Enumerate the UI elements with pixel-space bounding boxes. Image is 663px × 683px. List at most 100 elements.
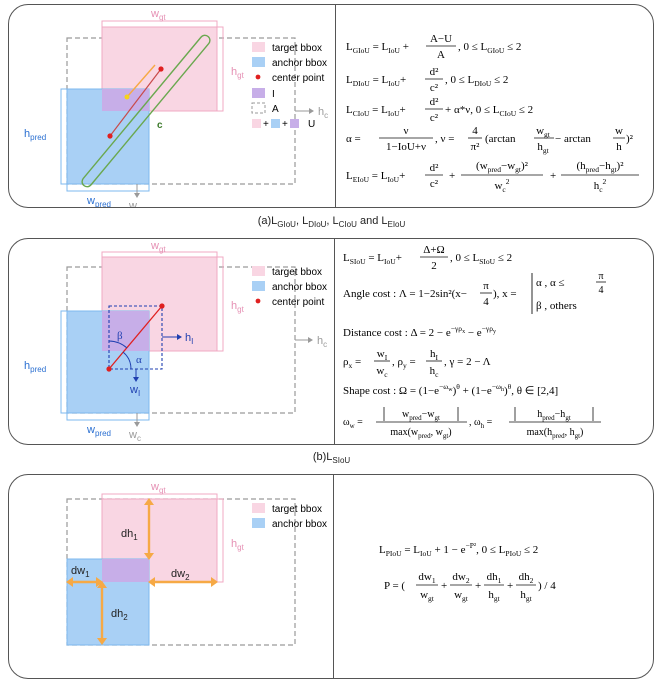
svg-text:4: 4 bbox=[599, 285, 604, 296]
svg-text:c²: c² bbox=[430, 82, 439, 94]
svg-text:Δ+Ω: Δ+Ω bbox=[423, 244, 444, 256]
svg-text:+ α*ν, 0 ≤ LCIoU ≤ 2: + α*ν, 0 ≤ LCIoU ≤ 2 bbox=[445, 104, 533, 118]
wc-label: wc bbox=[128, 429, 141, 443]
anchor-center-point bbox=[106, 366, 112, 372]
svg-text:ρx =: ρx = bbox=[343, 356, 361, 370]
legend-anchor-swatch bbox=[252, 518, 265, 528]
alpha-label: α bbox=[136, 354, 142, 366]
rho-formula: ρx = wI wc , ρy = hI hc , γ = 2 − Λ bbox=[343, 348, 491, 379]
svg-text:hgt: hgt bbox=[488, 589, 500, 603]
svg-text:, γ = 2 − Λ: , γ = 2 − Λ bbox=[444, 356, 491, 368]
legend-target-swatch bbox=[252, 42, 265, 52]
svg-text:h: h bbox=[616, 141, 622, 153]
dh1-label: dh1 bbox=[121, 528, 138, 542]
wgt-label: wgt bbox=[150, 240, 166, 254]
legend-anchor-swatch bbox=[252, 57, 265, 67]
panel-b-diagram: α β hI wI wgt hgt hpred wpred hc wc targ… bbox=[24, 240, 606, 443]
wgt-label: wgt bbox=[150, 481, 166, 495]
svg-text:4: 4 bbox=[472, 125, 478, 137]
svg-text:Angle cost : Λ = 1−2sin²(x−: Angle cost : Λ = 1−2sin²(x− bbox=[343, 288, 467, 300]
svg-text:− arctan: − arctan bbox=[555, 133, 591, 145]
svg-text:+: + bbox=[441, 580, 447, 592]
svg-text:max(hpred, hgt): max(hpred, hgt) bbox=[527, 427, 584, 440]
svg-text:α =: α = bbox=[346, 133, 361, 145]
wgt-label: wgt bbox=[150, 8, 166, 22]
legend-center-label: center point bbox=[272, 297, 324, 308]
intersection-region bbox=[102, 559, 149, 582]
legend-center-swatch bbox=[255, 298, 261, 304]
panel-c: wgt hgt dh1 dw2 dw1 dh2 target bbox anch… bbox=[8, 474, 654, 679]
svg-text:hc2: hc2 bbox=[594, 177, 607, 194]
svg-text:+: + bbox=[263, 119, 269, 130]
legend-target-label: target bbox bbox=[272, 43, 322, 54]
svg-text:LPIoU = LIoU + 1 − e−P², 0 ≤ L: LPIoU = LIoU + 1 − e−P², 0 ≤ LPIoU ≤ 2 bbox=[379, 541, 538, 558]
wpred-label: wpred bbox=[86, 195, 111, 208]
svg-text:hgt: hgt bbox=[520, 589, 532, 603]
alpha-formula: α = ν 1−IoU+ν , ν = 4 π² (arctan wgt hgt… bbox=[346, 125, 634, 155]
ciou-formula: LCIoU = LIoU+ d² c² + α*ν, 0 ≤ LCIoU ≤ 2 bbox=[346, 96, 533, 124]
svg-text:d²: d² bbox=[430, 66, 440, 78]
target-center-point bbox=[158, 66, 164, 72]
svg-text:c²: c² bbox=[430, 112, 439, 124]
svg-text:1−IoU+ν: 1−IoU+ν bbox=[386, 141, 426, 153]
svg-text:(wpred−wgt)²: (wpred−wgt)² bbox=[476, 160, 529, 174]
legend-I-swatch bbox=[252, 88, 265, 98]
angle-cost-formula: Angle cost : Λ = 1−2sin²(x− π 4 ), x = α… bbox=[343, 271, 606, 314]
alpha-arc bbox=[122, 351, 132, 370]
giou-formula: LGIoU = LIoU + A−U A , 0 ≤ LGIoU ≤ 2 bbox=[346, 33, 521, 61]
legend-A-swatch bbox=[251, 102, 266, 114]
svg-text:max(wpred, wgt): max(wpred, wgt) bbox=[390, 427, 451, 440]
wpred-label: wpred bbox=[86, 424, 111, 438]
anchor-center-point bbox=[107, 133, 113, 139]
svg-text:LGIoU = LIoU +: LGIoU = LIoU + bbox=[346, 41, 409, 55]
hgt-label: hgt bbox=[231, 538, 245, 552]
legend-target-label: target bbox bbox=[272, 504, 322, 515]
diou-formula: LDIoU = LIoU+ d² c² , 0 ≤ LDIoU ≤ 2 bbox=[346, 66, 508, 94]
eiou-formula: LEIoU = LIoU+ d² c² + (wpred−wgt)² wc2 +… bbox=[346, 160, 639, 194]
svg-text:Distance cost : Δ = 2 − e−γρx: Distance cost : Δ = 2 − e−γρx − e−γρy bbox=[343, 324, 496, 339]
svg-text:A: A bbox=[437, 49, 445, 61]
beta-label: β bbox=[117, 330, 123, 342]
c-label: c bbox=[157, 120, 163, 131]
svg-text:c²: c² bbox=[430, 178, 439, 190]
siou-formula: LSIoU = LIoU+ Δ+Ω 2 , 0 ≤ LSIoU ≤ 2 bbox=[343, 244, 512, 272]
center-connection-line bbox=[108, 305, 163, 370]
caption-b: (b)LSIoU bbox=[312, 451, 351, 466]
hI-label: hI bbox=[185, 332, 193, 346]
hpred-bracket bbox=[60, 88, 67, 185]
hc-label: hc bbox=[318, 106, 328, 120]
panel-b: α β hI wI wgt hgt hpred wpred hc wc targ… bbox=[8, 238, 654, 445]
legend-target-label: target bbox bbox=[272, 267, 322, 278]
svg-text:+: + bbox=[282, 119, 288, 130]
svg-text:), x =: ), x = bbox=[493, 288, 517, 300]
legend-anchor-label: anchor bbox bbox=[272, 282, 327, 293]
panel-a: wgt hgt hpred wpred hc wc c target bbox … bbox=[8, 4, 654, 208]
legend-U-label: U bbox=[308, 119, 315, 130]
svg-text:wI: wI bbox=[377, 348, 388, 362]
svg-text:d²: d² bbox=[430, 96, 440, 108]
legend-anchor-swatch bbox=[252, 281, 265, 291]
svg-text:wpred−wgt: wpred−wgt bbox=[402, 409, 440, 422]
p-formula: P = ( dw1 wgt + dw2 wgt + dh1 hgt + dh2 … bbox=[384, 571, 556, 603]
svg-text:π²: π² bbox=[471, 141, 481, 153]
legend-anchor-label: anchor bbox bbox=[272, 58, 327, 69]
svg-text:wc: wc bbox=[376, 365, 388, 379]
svg-text:, 0 ≤ LSIoU ≤ 2: , 0 ≤ LSIoU ≤ 2 bbox=[450, 252, 512, 266]
panel-a-diagram: wgt hgt hpred wpred hc wc c target bbox … bbox=[24, 8, 639, 208]
svg-text:+: + bbox=[550, 170, 556, 182]
hgt-label: hgt bbox=[231, 300, 245, 314]
svg-text:hc: hc bbox=[430, 365, 440, 379]
svg-text:α , α ≤: α , α ≤ bbox=[536, 277, 565, 289]
svg-text:π: π bbox=[598, 271, 603, 282]
svg-text:) / 4: ) / 4 bbox=[538, 580, 556, 592]
svg-text:dh2: dh2 bbox=[519, 571, 534, 585]
target-center-point bbox=[159, 303, 165, 309]
svg-text:wgt: wgt bbox=[536, 125, 551, 139]
svg-text:wgt: wgt bbox=[420, 589, 435, 603]
omega-formula: ωw = wpred−wgt max(wpred, wgt) , ωh = hp… bbox=[343, 407, 601, 440]
wpred-bracket bbox=[66, 184, 150, 192]
svg-text:dw2: dw2 bbox=[452, 571, 469, 585]
svg-text:)²: )² bbox=[626, 133, 634, 145]
distance-line bbox=[109, 68, 162, 137]
distance-cost-formula: Distance cost : Δ = 2 − e−γρx − e−γρy bbox=[343, 324, 496, 339]
